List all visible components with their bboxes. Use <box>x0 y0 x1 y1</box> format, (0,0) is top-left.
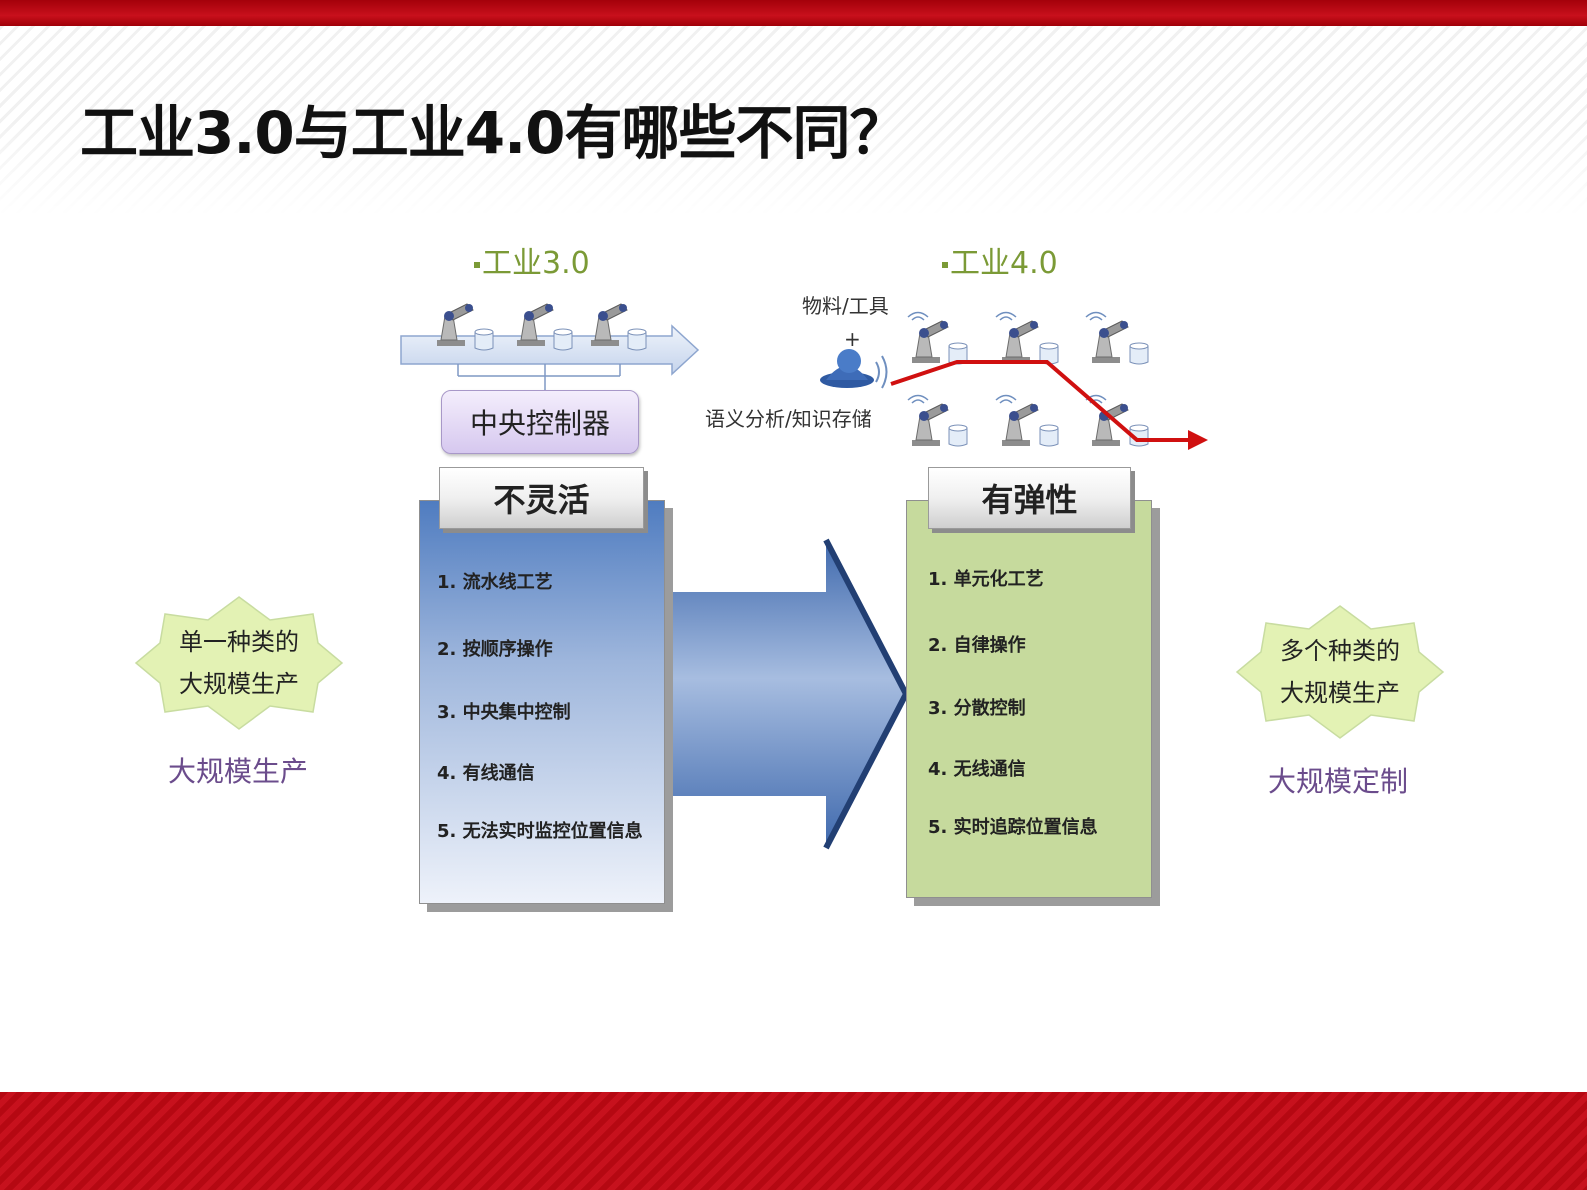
operator-icon <box>820 349 888 389</box>
bottom-red-band <box>0 1092 1587 1190</box>
robot-arm-icon <box>995 311 1059 365</box>
industry30-item: 4. 有线通信 <box>437 763 535 784</box>
industry30-heading: 工业3.0 <box>474 238 590 282</box>
robot-arm-icon <box>995 394 1059 447</box>
industry30-item: 3. 中央集中控制 <box>437 702 571 723</box>
industry30-item: 1. 流水线工艺 <box>437 572 553 593</box>
industry40-item: 1. 单元化工艺 <box>928 569 1044 590</box>
central-controller-box: 中央控制器 <box>441 390 639 454</box>
robot-arm-icon <box>590 303 647 351</box>
transition-arrow <box>672 538 910 850</box>
left-starburst-badge <box>134 596 344 730</box>
semantic-analysis-label: 语义分析/知识存储 <box>705 407 872 431</box>
industry40-panel <box>906 500 1152 898</box>
slide-title: 工业3.0与工业4.0有哪些不同？ <box>80 99 907 167</box>
industry30-item: 2. 按顺序操作 <box>437 639 553 660</box>
industry40-item: 5. 实时追踪位置信息 <box>928 817 1098 838</box>
industry40-item: 4. 无线通信 <box>928 759 1026 780</box>
flow-path-arrow <box>890 360 1208 450</box>
robot-arm-icon <box>907 394 968 447</box>
left-badge-line1: 单一种类的 <box>179 628 299 656</box>
top-red-band <box>0 0 1587 26</box>
robot-arm-icon <box>907 311 968 365</box>
inflexible-header: 不灵活 <box>439 467 644 529</box>
industry30-panel <box>419 500 665 904</box>
left-badge-text: 单一种类的 大规模生产 <box>139 621 339 705</box>
materials-tools-label: 物料/工具 <box>802 294 889 318</box>
plus-sign: + <box>844 327 861 351</box>
industry30-label: 工业3.0 <box>482 246 590 281</box>
robot-arm-icon <box>1085 311 1149 365</box>
flexible-header: 有弹性 <box>928 467 1131 529</box>
robot-arm-icon <box>516 303 573 351</box>
right-badge-line1: 多个种类的 <box>1280 637 1400 665</box>
mass-production-caption: 大规模生产 <box>168 755 309 788</box>
bullet-icon <box>942 261 948 268</box>
controller-connectors <box>457 364 621 390</box>
industry40-heading: 工业4.0 <box>942 238 1058 282</box>
industry30-item: 5. 无法实时监控位置信息 <box>437 821 643 842</box>
right-badge-text: 多个种类的 大规模生产 <box>1240 630 1440 714</box>
left-badge-line2: 大规模生产 <box>179 670 299 698</box>
industry40-item: 2. 自律操作 <box>928 635 1026 656</box>
right-starburst-badge <box>1235 605 1445 739</box>
right-badge-line2: 大规模生产 <box>1280 679 1400 707</box>
bullet-icon <box>474 261 480 268</box>
mass-customization-caption: 大规模定制 <box>1268 765 1409 798</box>
industry40-label: 工业4.0 <box>950 246 1058 281</box>
robot-arm-icon <box>436 303 494 351</box>
header-stripe-pattern <box>0 26 1587 216</box>
industry40-item: 3. 分散控制 <box>928 698 1026 719</box>
